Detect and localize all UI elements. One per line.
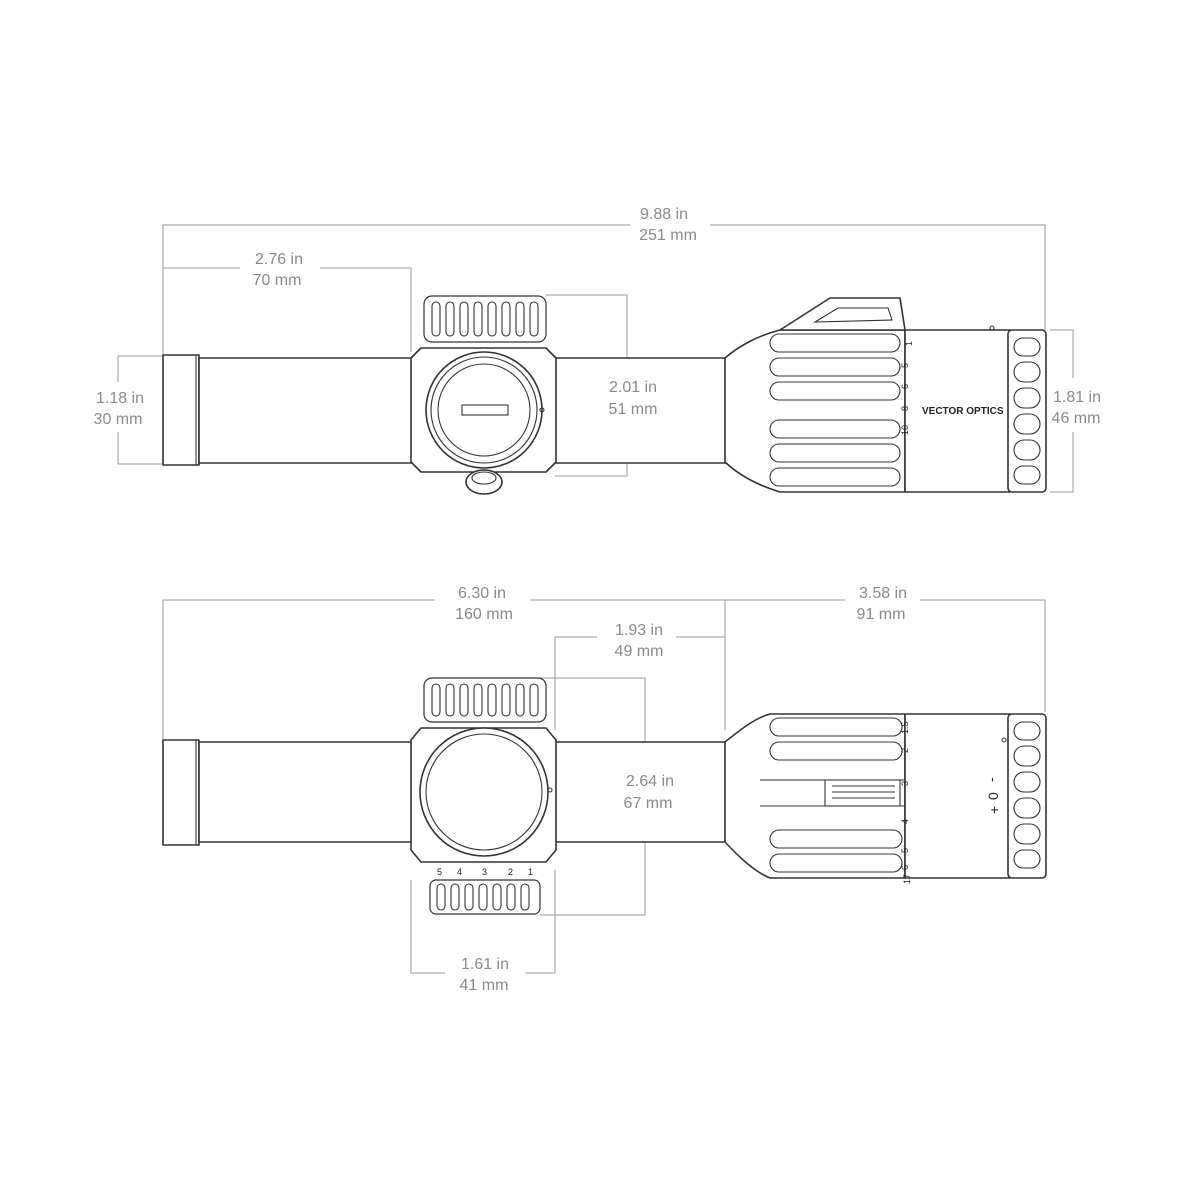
saddle-width-in: 1.61 in: [461, 956, 509, 973]
top-dimension-lines: [117, 224, 1074, 493]
turret-mark-4: 4: [457, 867, 462, 877]
mag-mark-5: 5: [900, 363, 910, 368]
saddle-width-mm: 41 mm: [460, 977, 509, 994]
objective-diameter-in: 1.81 in: [1053, 389, 1101, 406]
turret-offset-in: 1.93 in: [615, 622, 663, 639]
side-objective-bell: 1.5 2 3 4 5 6 17 + 0 -: [724, 713, 1047, 884]
tube-diameter-mm: 30 mm: [94, 411, 143, 428]
rear-section-in: 3.58 in: [859, 585, 907, 602]
eyepiece-to-turret-mm: 70 mm: [253, 272, 302, 289]
parallax-plus: +: [986, 806, 1002, 814]
side-elevation-turret: [423, 677, 547, 723]
objective-diameter-mm: 46 mm: [1052, 410, 1101, 427]
top-turret-knob: [423, 295, 547, 343]
illum-mark-1.5: 1.5: [900, 721, 910, 734]
overall-length-in: 9.88 in: [640, 206, 688, 223]
brand-logo-text: VECTOR OPTICS: [922, 406, 1004, 417]
tube-diameter-in: 1.18 in: [96, 390, 144, 407]
side-view: 5 4 3 2 1 1.5 2 3 4 5 6 17: [162, 585, 1047, 994]
turret-to-end-in: 6.30 in: [458, 585, 506, 602]
side-windage-turret: 5 4 3 2 1: [429, 867, 541, 915]
top-turret-saddle: [410, 347, 557, 473]
overall-length-mm: 251 mm: [639, 227, 697, 244]
parallax-minus: -: [983, 777, 999, 782]
turret-mark-3: 3: [482, 867, 487, 877]
rear-section-mm: 91 mm: [857, 606, 906, 623]
illum-mark-5: 5: [900, 848, 910, 853]
eyepiece-to-turret-in: 2.76 in: [255, 251, 303, 268]
turret-height-mm: 51 mm: [609, 401, 658, 418]
illum-mark-2: 2: [900, 748, 910, 753]
top-objective-bell: 1 5 6 8 10 VECTOR OPTICS: [724, 297, 1047, 493]
top-view: 1 5 6 8 10 VECTOR OPTICS 9.88 in 251 mm …: [94, 206, 1101, 495]
turret-span-in: 2.64 in: [626, 773, 674, 790]
side-dimension-lines: [162, 599, 1046, 974]
parallax-zero: 0: [985, 792, 1001, 800]
side-eyepiece: [162, 739, 200, 846]
mag-mark-6: 6: [900, 384, 910, 389]
top-illumination-button: [465, 469, 503, 495]
side-turret-saddle: [410, 727, 557, 863]
illum-mark-17: 17: [902, 874, 912, 884]
illum-mark-3: 3: [900, 781, 910, 786]
mag-mark-8: 8: [900, 406, 910, 411]
illum-mark-4: 4: [900, 819, 910, 824]
turret-span-mm: 67 mm: [624, 795, 673, 812]
mag-mark-1: 1: [904, 341, 914, 346]
turret-height-in: 2.01 in: [609, 379, 657, 396]
turret-offset-mm: 49 mm: [615, 643, 664, 660]
turret-mark-2: 2: [508, 867, 513, 877]
illum-mark-6: 6: [900, 865, 910, 870]
turret-to-end-mm: 160 mm: [455, 606, 513, 623]
turret-mark-5: 5: [437, 867, 442, 877]
turret-mark-1: 1: [528, 867, 533, 877]
top-eyepiece: [162, 354, 200, 466]
mag-mark-10: 10: [900, 425, 910, 435]
